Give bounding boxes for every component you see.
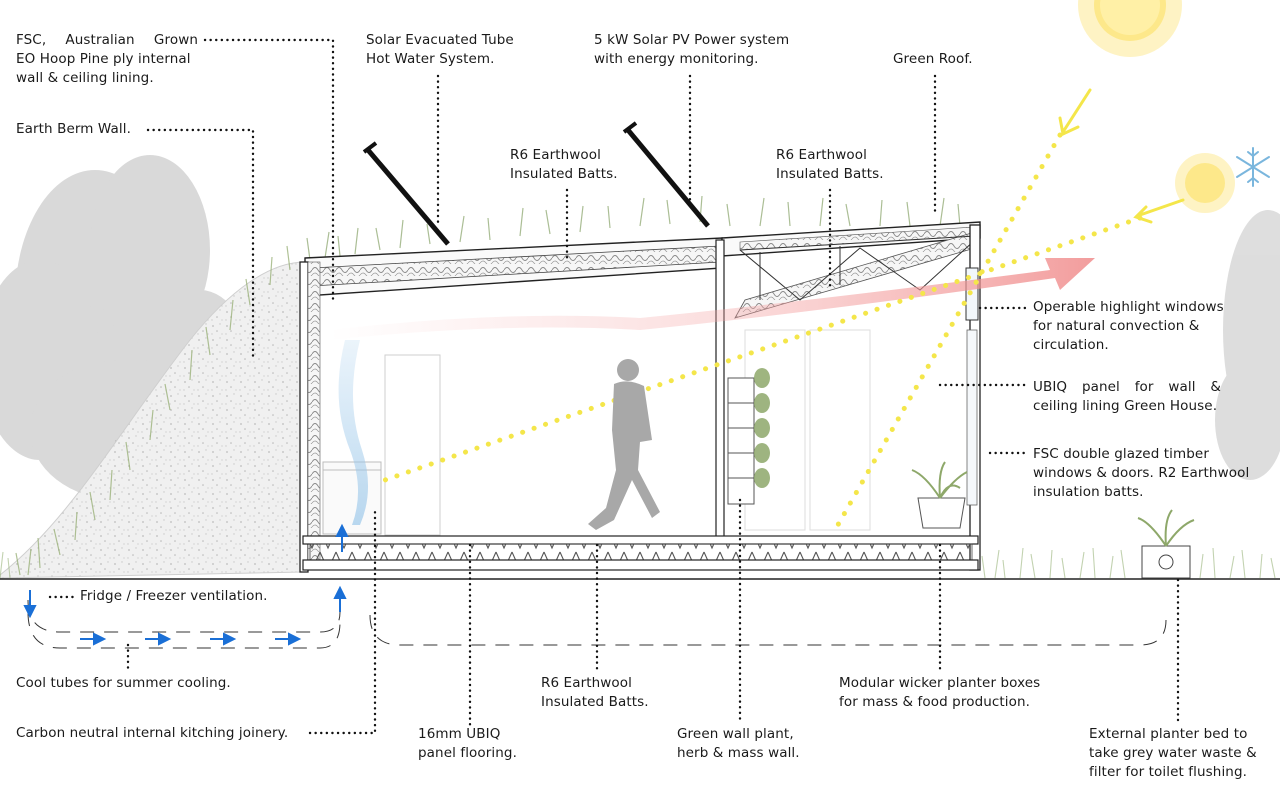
label-ubiq-flooring: 16mm UBIQ panel flooring. <box>418 725 517 763</box>
label-line: Green wall plant, <box>677 726 794 742</box>
label-line: Green Roof. <box>893 51 973 67</box>
label-line: filter for toilet flushing. <box>1089 764 1248 780</box>
label-fridge-ventilation: Fridge / Freezer ventilation. <box>80 587 268 606</box>
label-line: take grey water waste & <box>1089 745 1257 761</box>
snowflake-icon <box>1236 147 1270 187</box>
label-ubiq-greenhouse: UBIQ panel for wall & ceiling lining Gre… <box>1033 378 1221 416</box>
sunlight-rays <box>382 132 1143 533</box>
label-line: R6 Earthwool <box>510 147 601 163</box>
berm-grass <box>15 245 291 576</box>
label-kitchen-joinery: Carbon neutral internal kitching joinery… <box>16 724 288 743</box>
label-line: 16mm UBIQ <box>418 726 501 742</box>
solar-pv-panel <box>622 121 710 228</box>
label-line: FSC, Australian Grown <box>16 32 198 48</box>
label-green-roof: Green Roof. <box>893 50 973 69</box>
label-line: panel flooring. <box>418 745 517 761</box>
label-highlight-windows: Operable highlight windows for natural c… <box>1033 298 1224 355</box>
label-line: Earth Berm Wall. <box>16 121 131 137</box>
label-line: Insulated Batts. <box>776 166 884 182</box>
label-line: R6 Earthwool <box>776 147 867 163</box>
label-external-planter: External planter bed to take grey water … <box>1089 725 1257 782</box>
label-line: Carbon neutral internal kitching joinery… <box>16 725 289 741</box>
cool-tubes <box>27 599 1167 649</box>
label-fsc-hoop-pine: FSC, Australian Grown EO Hoop Pine ply i… <box>16 31 198 88</box>
external-planter <box>1137 509 1195 579</box>
sun-arrow-summer <box>1058 88 1092 137</box>
label-solar-pv: 5 kW Solar PV Power system with energy m… <box>594 31 789 69</box>
label-glazed-windows: FSC double glazed timber windows & doors… <box>1033 445 1249 502</box>
label-line: Modular wicker planter boxes <box>839 675 1041 691</box>
ground-grass <box>0 547 1276 579</box>
label-line: for mass & food production. <box>839 694 1031 710</box>
label-line: UBIQ panel for wall & <box>1033 379 1221 395</box>
label-line: wall & ceiling lining. <box>16 70 154 86</box>
label-line: Cool tubes for summer cooling. <box>16 675 231 691</box>
winter-sun-icon <box>1175 153 1235 213</box>
label-line: EO Hoop Pine ply internal <box>16 51 191 67</box>
label-r6-batts-roof-right: R6 Earthwool Insulated Batts. <box>776 146 884 184</box>
label-wicker-planters: Modular wicker planter boxes for mass & … <box>839 674 1040 712</box>
vent-arrow-icon <box>23 523 349 646</box>
warm-airflow <box>330 258 1095 340</box>
floor <box>302 535 979 571</box>
label-line: windows & doors. R2 Earthwool <box>1033 465 1250 481</box>
label-r6-batts-floor: R6 Earthwool Insulated Batts. <box>541 674 649 712</box>
label-line: External planter bed to <box>1089 726 1248 742</box>
label-line: R6 Earthwool <box>541 675 632 691</box>
green-wall <box>727 368 770 505</box>
person-icon <box>588 359 660 530</box>
label-r6-batts-roof-left: R6 Earthwool Insulated Batts. <box>510 146 618 184</box>
label-green-wall: Green wall plant, herb & mass wall. <box>677 725 800 763</box>
cool-airflow <box>338 340 369 525</box>
label-line: for natural convection & <box>1033 318 1200 334</box>
label-line: Operable highlight windows <box>1033 299 1224 315</box>
solar-hot-water-tube <box>362 141 450 246</box>
sun-arrow-winter <box>1133 198 1185 224</box>
plant-icon <box>911 461 968 529</box>
label-line: with energy monitoring. <box>594 51 759 67</box>
tree-right <box>1215 210 1280 480</box>
label-cool-tubes: Cool tubes for summer cooling. <box>16 674 231 693</box>
label-line: Insulated Batts. <box>541 694 649 710</box>
label-line: Insulated Batts. <box>510 166 618 182</box>
label-line: insulation batts. <box>1033 484 1144 500</box>
label-line: circulation. <box>1033 337 1109 353</box>
label-line: FSC double glazed timber <box>1033 446 1209 462</box>
roof-grass <box>306 195 961 261</box>
label-solar-hot-water: Solar Evacuated Tube Hot Water System. <box>366 31 514 69</box>
label-line: 5 kW Solar PV Power system <box>594 32 790 48</box>
label-line: Fridge / Freezer ventilation. <box>80 588 268 604</box>
label-line: ceiling lining Green House. <box>1033 398 1218 414</box>
leader-lines <box>48 38 1180 735</box>
label-line: Solar Evacuated Tube <box>366 32 514 48</box>
sun-icon <box>1078 0 1182 57</box>
label-line: Hot Water System. <box>366 51 495 67</box>
label-line: herb & mass wall. <box>677 745 800 761</box>
roof <box>304 221 981 319</box>
house-walls <box>299 224 981 573</box>
label-earth-berm-wall: Earth Berm Wall. <box>16 120 131 139</box>
